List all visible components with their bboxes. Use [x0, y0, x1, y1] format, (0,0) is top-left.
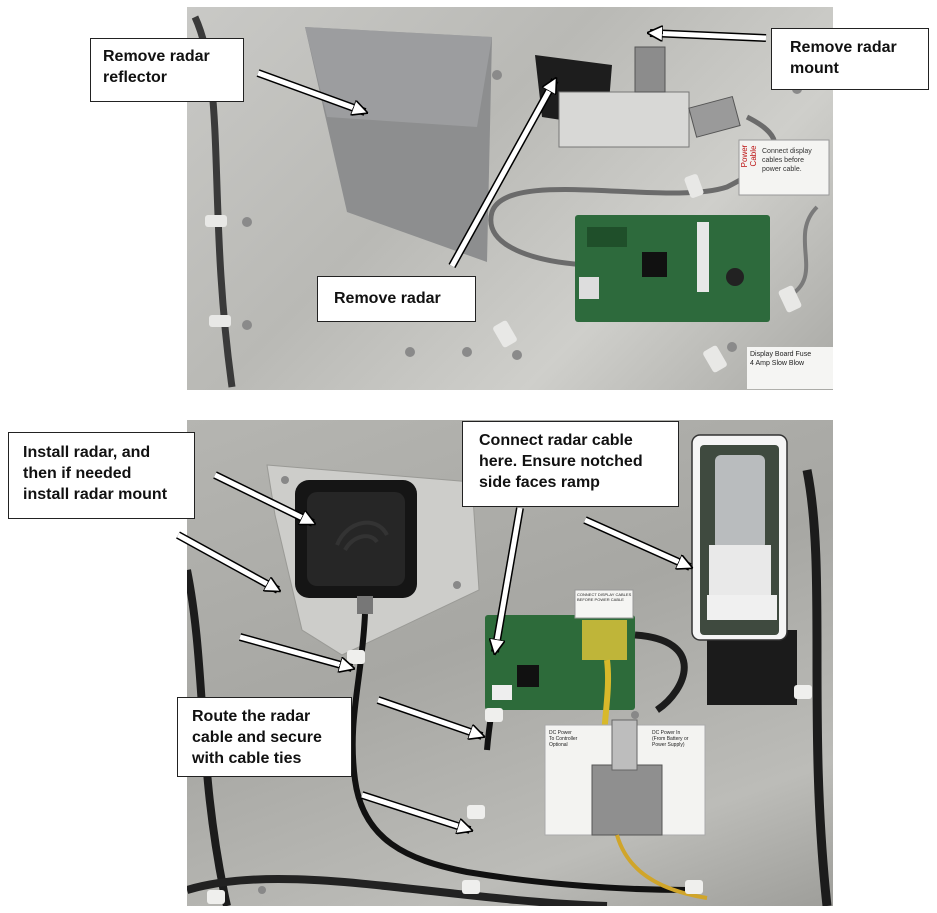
radar-cable: [349, 613, 688, 893]
arrow-to-connector-inset: [583, 517, 690, 567]
callout-remove-mount: Remove radar mount: [771, 28, 929, 90]
bottom-photo-art: [187, 434, 832, 906]
warning-sticker: [738, 139, 830, 196]
board-sticker-text: CONNECT DISPLAY CABLES BEFORE POWER CABL…: [577, 592, 632, 602]
arrow-to-mount: [650, 33, 767, 38]
callout-connect-cable: Connect radar cable here. Ensure notched…: [462, 421, 679, 507]
arrow-to-radar-mount-plate: [176, 532, 278, 590]
arrow-to-radar-connector: [495, 507, 523, 652]
sticker-text: Connect display cables before power cabl…: [762, 148, 812, 173]
callout-remove-radar: Remove radar: [317, 276, 476, 322]
callout-install-radar: Install radar, and then if needed instal…: [8, 432, 195, 519]
callout-route-cable: Route the radar cable and secure with ca…: [177, 697, 352, 777]
callout-remove-reflector: Remove radar reflector: [90, 38, 244, 102]
fuse-label: Display Board Fuse 4 Amp Slow Blow: [750, 351, 812, 367]
arrow-to-radar: [449, 80, 555, 268]
terminal-block: [591, 764, 663, 836]
dc-power-out-label: DC Power To Controller Optional: [549, 730, 578, 748]
radar-connector: [715, 455, 765, 550]
dc-power-in-label: DC Power In (From Battery or Power Suppl…: [652, 730, 689, 748]
top-enclosure-photo: Power Cable Connect display cables befor…: [187, 7, 833, 390]
arrow-to-installed-radar: [213, 472, 313, 523]
arrow-to-cable-tie-3: [361, 792, 470, 830]
power-supply: [707, 630, 797, 705]
arrow-to-cable-tie-2: [377, 697, 482, 736]
radar-mount: [558, 91, 690, 148]
top-photo-art: [191, 15, 833, 389]
arrow-to-reflector: [257, 70, 365, 112]
arrow-to-cable-tie-1: [239, 634, 352, 668]
